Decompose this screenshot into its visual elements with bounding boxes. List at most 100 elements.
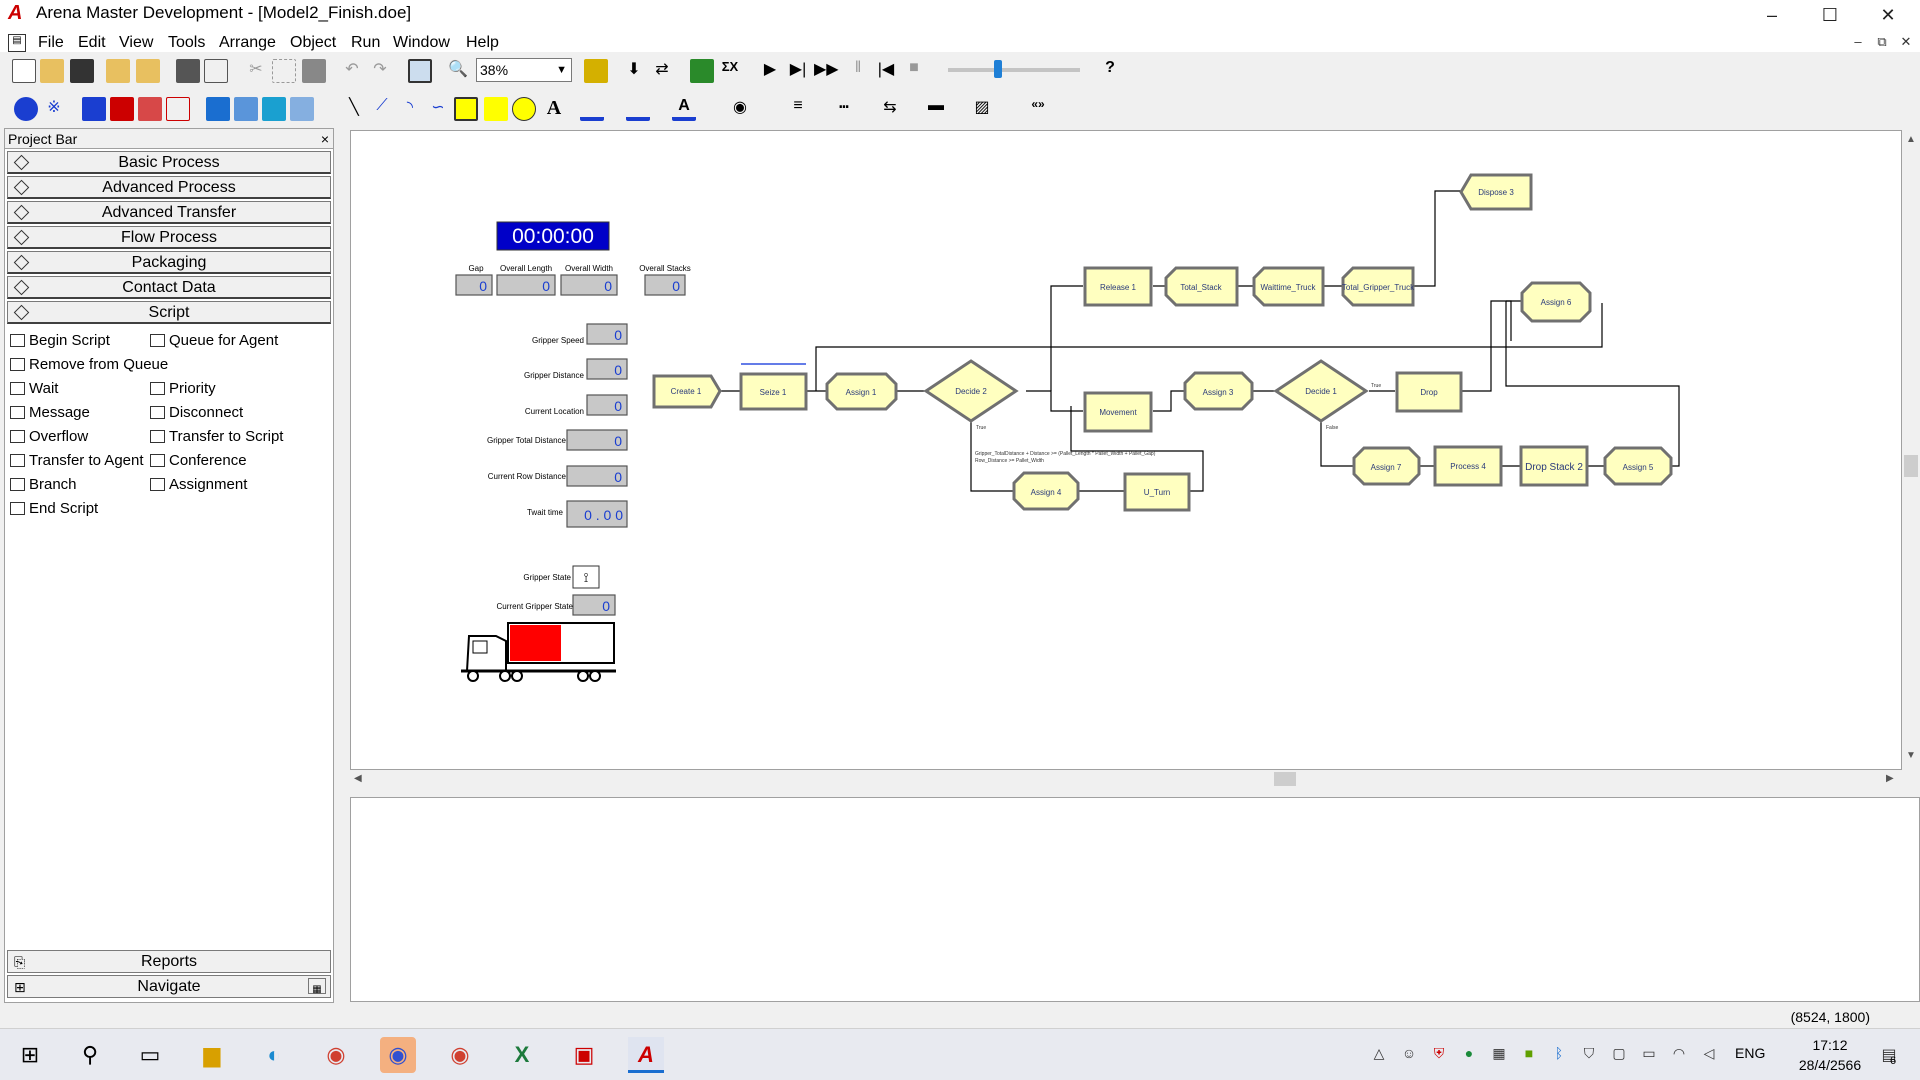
expression-icon[interactable]: ※: [47, 99, 61, 116]
var-box-overall-stacks[interactable]: [644, 274, 686, 296]
arc-icon[interactable]: ◝: [406, 99, 414, 116]
var-box-overall-width[interactable]: [560, 274, 618, 296]
horizontal-scroll-thumb[interactable]: [1274, 772, 1296, 786]
animation-speed-thumb[interactable]: [994, 60, 1002, 78]
module-branch[interactable]: Branch: [7, 475, 77, 495]
print-icon[interactable]: [176, 59, 200, 83]
level-icon[interactable]: [110, 97, 134, 121]
menu-tools[interactable]: Tools: [168, 34, 206, 51]
canvas-horizontal-scrollbar[interactable]: ◀ ▶: [350, 770, 1902, 788]
module-dispose-3[interactable]: Dispose 3: [1459, 173, 1533, 211]
submodel-icon[interactable]: ⬇: [627, 61, 641, 78]
var-box-twait[interactable]: [566, 500, 628, 528]
print-preview-icon[interactable]: [204, 59, 228, 83]
excel-icon[interactable]: X: [514, 1042, 530, 1067]
animate-icon[interactable]: [690, 59, 714, 83]
histogram-icon[interactable]: [138, 97, 162, 121]
var-box-gap[interactable]: [455, 274, 493, 296]
notification-icon[interactable]: ▤: [1881, 1047, 1897, 1064]
panel-script[interactable]: Script: [7, 301, 331, 324]
minimize-button[interactable]: –: [1766, 5, 1777, 25]
module-priority[interactable]: Priority: [147, 379, 216, 399]
module-seize-1[interactable]: Seize 1: [739, 372, 808, 411]
go-icon[interactable]: ▶: [763, 61, 777, 78]
meet-icon[interactable]: ▢: [1612, 1045, 1626, 1061]
line-width-icon[interactable]: ≡: [793, 97, 803, 114]
panel-advanced-transfer[interactable]: Advanced Transfer: [7, 201, 331, 224]
zoom-select[interactable]: 38%▼: [476, 58, 572, 82]
mdi-minimize-button[interactable]: –: [1854, 34, 1862, 49]
panel-basic-process[interactable]: Basic Process: [7, 151, 331, 174]
intersection-icon[interactable]: [262, 97, 286, 121]
panel-contact-data[interactable]: Contact Data: [7, 276, 331, 299]
module-conference[interactable]: Conference: [147, 451, 247, 471]
open-icon[interactable]: [40, 59, 64, 83]
ellipse-icon[interactable]: [512, 97, 536, 121]
station-icon[interactable]: [234, 97, 258, 121]
cut-icon[interactable]: ✂: [249, 61, 263, 78]
model-canvas[interactable]: .m { fill: #ffffc0; stroke: #707070; str…: [350, 130, 1902, 770]
line-pattern-icon[interactable]: ▬: [928, 97, 944, 114]
var-box-overall-length[interactable]: [496, 274, 556, 296]
menu-object[interactable]: Object: [290, 34, 337, 51]
search-icon[interactable]: ⚲: [81, 1042, 99, 1067]
module-begin-script[interactable]: Begin Script: [7, 331, 110, 351]
route-icon[interactable]: [206, 97, 230, 121]
module-waittime-truck[interactable]: Waittime_Truck: [1252, 266, 1325, 307]
menu-run[interactable]: Run: [351, 34, 381, 51]
template-detach-icon[interactable]: [136, 59, 160, 83]
gripper-state-picture[interactable]: [572, 565, 600, 589]
maximize-button[interactable]: ☐: [1821, 5, 1839, 25]
bluetooth-icon[interactable]: ᛒ: [1554, 1045, 1564, 1061]
menu-window[interactable]: Window: [393, 34, 450, 51]
polygon-icon[interactable]: [484, 97, 508, 121]
module-assign-6[interactable]: Assign 6: [1520, 281, 1592, 323]
layers-icon[interactable]: [584, 59, 608, 83]
module-queue-for-agent[interactable]: Queue for Agent: [147, 331, 278, 351]
chrome-profile-icon[interactable]: ◉: [380, 1037, 416, 1073]
network-icon[interactable]: [290, 97, 314, 121]
bezier-icon[interactable]: ∽: [431, 99, 445, 116]
module-release-1[interactable]: Release 1: [1083, 266, 1153, 307]
vertical-scroll-thumb[interactable]: [1904, 455, 1918, 477]
view-region-icon[interactable]: [408, 59, 432, 83]
fill-color-icon[interactable]: [626, 97, 650, 121]
chrome-alt-icon[interactable]: ◉: [450, 1042, 470, 1067]
menu-arrange[interactable]: Arrange: [219, 34, 276, 51]
discord-icon[interactable]: ☺: [1401, 1045, 1417, 1061]
module-drop-stack-2[interactable]: Drop Stack 2: [1519, 445, 1589, 487]
start-over-icon[interactable]: |◀: [877, 61, 895, 78]
file-explorer-icon[interactable]: ▆: [203, 1042, 221, 1067]
module-drop[interactable]: Drop: [1395, 371, 1463, 413]
variable-icon[interactable]: [14, 97, 38, 121]
scroll-down-icon[interactable]: ▼: [1906, 750, 1916, 761]
drive-icon[interactable]: △: [1373, 1045, 1385, 1061]
var-box-current-location[interactable]: [586, 394, 628, 416]
module-total-stack[interactable]: Total_Stack: [1164, 266, 1239, 307]
menu-view[interactable]: View: [119, 34, 154, 51]
var-box-gripper-distance[interactable]: [586, 358, 628, 380]
var-box-gripper-speed[interactable]: [586, 323, 628, 345]
save-icon[interactable]: [70, 59, 94, 83]
window-bg-color-icon[interactable]: ◉: [733, 99, 747, 116]
step-icon[interactable]: ▶|: [789, 61, 807, 78]
module-wait[interactable]: Wait: [7, 379, 58, 399]
panel-advanced-process[interactable]: Advanced Process: [7, 176, 331, 199]
animation-speed-slider[interactable]: [948, 68, 1080, 72]
windows-start-icon[interactable]: ⊞: [20, 1042, 40, 1067]
menu-help[interactable]: Help: [466, 34, 499, 51]
module-u-turn[interactable]: U_Turn: [1123, 472, 1191, 512]
scroll-left-icon[interactable]: ◀: [354, 773, 362, 784]
module-message[interactable]: Message: [7, 403, 90, 423]
module-process-4[interactable]: Process 4: [1433, 445, 1503, 487]
battery-icon[interactable]: ▭: [1642, 1045, 1656, 1061]
module-decide-1[interactable]: Decide 1: [1273, 359, 1369, 423]
module-create-1[interactable]: Create 1: [652, 374, 722, 409]
module-assign-7[interactable]: Assign 7: [1352, 446, 1421, 486]
display-icon[interactable]: ▦: [1492, 1045, 1506, 1061]
new-icon[interactable]: [12, 59, 36, 83]
context-help-icon[interactable]: ?: [1105, 59, 1115, 76]
taskbar-clock[interactable]: 17:12 28/4/2566: [1780, 1035, 1880, 1075]
menu-file[interactable]: File: [38, 34, 64, 51]
module-end-script[interactable]: End Script: [7, 499, 98, 519]
